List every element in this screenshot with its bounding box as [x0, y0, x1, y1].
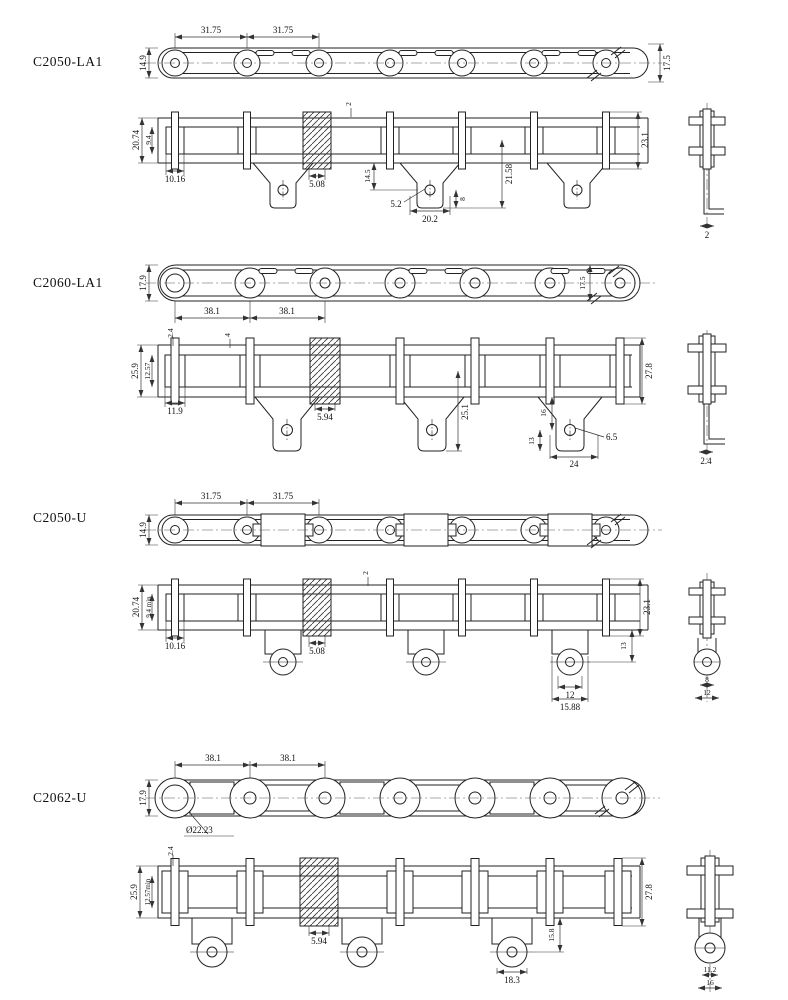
dim-plate-thickness: 2.4: [166, 328, 175, 338]
model-label: C2050-LA1: [33, 54, 103, 69]
dim-pitch-2: 31.75: [273, 25, 294, 35]
dim-plate-height: 20.74: [131, 129, 141, 150]
model-label: C2060-LA1: [33, 275, 103, 290]
c2060-la1-front-view: 25.9 12.57 2.4 4 11.9 5.94 25.1 16 13 24…: [130, 328, 654, 469]
dim-pitch-2: 38.1: [279, 306, 295, 316]
dim-bush-width: 5.94: [317, 412, 333, 422]
dim-hole-edge: 8: [458, 197, 467, 201]
dim-lug-depth: 13: [619, 642, 628, 650]
dim-plate-height: 20.74: [131, 596, 141, 617]
c2062-u-front-view: 25.9 12.57min 2.4 5.94 15.8 18.3 27.8: [129, 846, 654, 985]
dim-plate-thickness: 2: [705, 230, 710, 240]
dim-pitch-1: 38.1: [205, 753, 221, 763]
dim-attach-width: 17.5: [662, 55, 672, 71]
section-c2062-u: C2062-U Ø22.23 38.1 38.1 17.9 25.9 12.57: [33, 753, 734, 992]
dim-pin-length: 27.8: [644, 884, 654, 900]
dim-pitch-1: 31.75: [201, 491, 222, 501]
c2060-la1-end-view: 2.4: [687, 330, 727, 466]
dim-hole-drop: 14.5: [363, 169, 372, 182]
dim-inner-width: 12.57min: [144, 878, 152, 905]
dim-hole-span: 24: [570, 459, 580, 469]
dim-pin-length: 23.1: [642, 599, 652, 615]
dim-pitch-2: 38.1: [280, 753, 296, 763]
c2050-la1-top-view: 31.75 31.75 14.9 17.5: [138, 25, 672, 83]
dim-inner-width: 9.4: [144, 135, 153, 145]
dim-roller-width-2: 12: [566, 690, 575, 700]
dim-roller-width: 11.2: [704, 965, 717, 974]
dim-hole-edge: 13: [527, 437, 536, 445]
dim-roller-dia: Ø22.23: [186, 825, 213, 835]
c2050-u-end-view: 8 12: [688, 573, 726, 702]
c2060-la1-top-view: 17.5 38.1 38.1 17.9: [138, 264, 655, 323]
c2050-u-front-view: 20.74 9.4 min 10.16 5.08 2 13 12 15.88 2…: [131, 571, 652, 712]
dim-pin-length: 27.8: [644, 363, 654, 379]
dim-roller-width: 10.16: [165, 641, 186, 651]
dim-lug-span: 15.88: [560, 702, 581, 712]
dim-plate-thickness: 2: [344, 102, 353, 106]
dim-pitch-1: 38.1: [204, 306, 220, 316]
dim-plate-height: 25.9: [129, 884, 139, 900]
dim-lug-width: 16: [706, 978, 714, 987]
dim-hole-dia: 6.5: [606, 432, 618, 442]
dim-pitch-2: 31.75: [273, 491, 294, 501]
c2050-u-top-view: 31.75 31.75 14.9: [138, 491, 662, 549]
dim-pitch-1: 31.75: [201, 25, 222, 35]
dim-plate-height: 25.9: [130, 363, 140, 379]
model-label: C2050-U: [33, 510, 87, 525]
dim-roller-width: 18.3: [504, 975, 520, 985]
c2062-u-top-view: Ø22.23 38.1 38.1 17.9: [138, 753, 660, 837]
model-label: C2062-U: [33, 790, 87, 805]
dim-bush-width: 5.08: [309, 179, 325, 189]
dim-inner-width: 12.57: [143, 362, 152, 379]
dim-hole-drop: 16: [539, 409, 548, 417]
section-c2050-u: C2050-U 31.75 31.75 14.9 20.74 9.4 min 1…: [33, 491, 726, 712]
dim-plate-thickness: 2.4: [700, 456, 712, 466]
dim-hole-span: 20.2: [422, 214, 438, 224]
dim-hole-dia: 5.2: [390, 199, 401, 209]
section-c2050-la1: C2050-LA1 31.75 31.75 14.9 17.5 20.74: [33, 25, 726, 240]
dim-inner-width: 9.4 min: [145, 596, 153, 618]
dim-bush-width: 5.08: [309, 646, 325, 656]
dim-bush-width: 5.94: [311, 936, 327, 946]
dim-attach-depth: 21.58: [504, 163, 514, 184]
dim-plate-thickness: 2: [361, 571, 370, 575]
dim-chain-width: 17.9: [138, 790, 148, 806]
dim-roller-width: 8: [705, 675, 709, 684]
c2062-u-end-view: 11.2 16: [686, 850, 734, 992]
dim-plate-thickness-2: 4: [223, 333, 232, 337]
dim-attach-depth: 25.1: [460, 404, 470, 420]
dim-chain-width: 14.9: [138, 522, 148, 538]
dim-attach-width: 17.5: [578, 276, 587, 289]
dim-chain-width: 17.9: [138, 275, 148, 291]
dim-lug-depth: 15.8: [547, 928, 556, 941]
dim-lug-width: 12: [703, 688, 711, 697]
c2050-la1-front-view: 20.74 9.4 10.16 5.08 2 14.5 5.2 20.2 8 2…: [131, 102, 650, 224]
dim-pin-length: 23.1: [640, 132, 650, 148]
dim-roller-width: 10.16: [165, 174, 186, 184]
dim-chain-width: 14.9: [138, 55, 148, 71]
section-c2060-la1: C2060-LA1 17.5 38.1 38.1 17.9 25.9: [33, 264, 727, 469]
c2050-la1-end-view: 2: [688, 103, 726, 240]
dim-roller-width: 11.9: [167, 406, 183, 416]
dim-plate-thickness: 2.4: [166, 846, 175, 856]
